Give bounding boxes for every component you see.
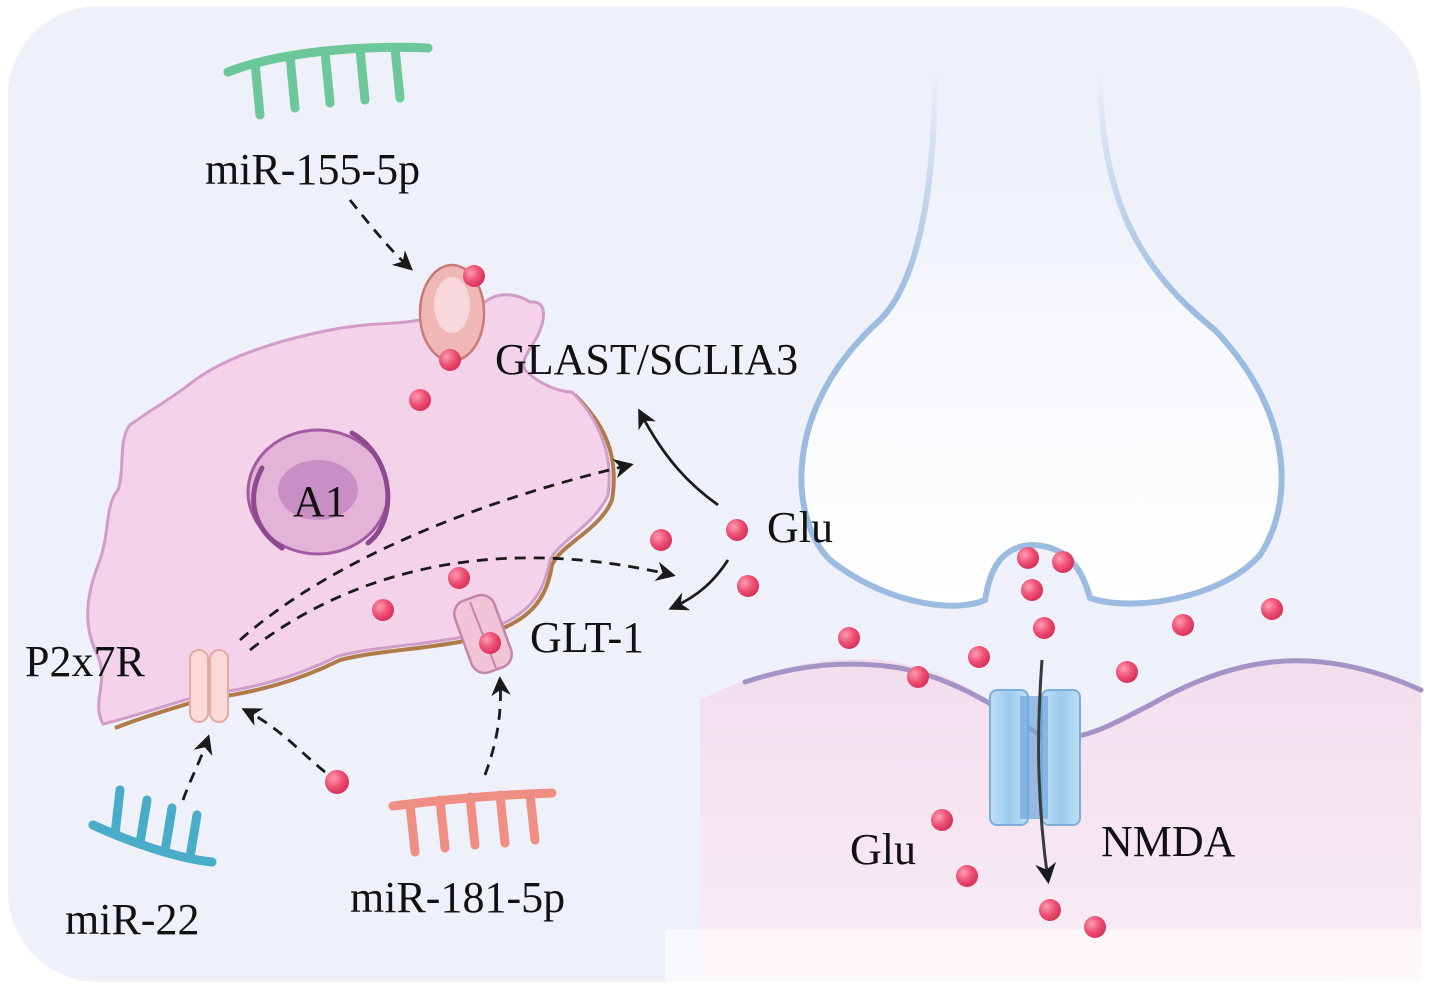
arrow-mir155-to-glast <box>348 199 413 271</box>
glutamate-dot <box>907 666 929 688</box>
arrow-p2x7r-to-glt1 <box>249 556 676 652</box>
bottom-fade <box>665 930 1421 982</box>
arrow-mir181-to-glt1 <box>483 676 511 776</box>
presynaptic-membrane <box>798 67 1285 609</box>
glutamate-dot <box>479 632 501 654</box>
arrow-mir22-to-p2x7r <box>181 734 213 801</box>
arrow-glu-to-glast <box>638 408 719 507</box>
label-glast: GLAST/SCLIA3 <box>495 335 799 384</box>
label-glt1: GLT-1 <box>530 613 645 662</box>
glutamate-dot <box>448 567 470 589</box>
label-nmda: NMDA <box>1101 817 1236 866</box>
glutamate-dot <box>1039 899 1061 921</box>
glutamate-dot <box>463 265 485 287</box>
glutamate-dot <box>1021 579 1043 601</box>
glutamate-dot <box>1084 916 1106 938</box>
glutamate-dot <box>737 575 759 597</box>
label-glu-top: Glu <box>767 503 833 552</box>
mirna-22-strand <box>88 785 217 867</box>
nucleus-membrane-arc <box>349 430 391 546</box>
presynaptic-terminal <box>801 70 1282 606</box>
glutamate-dot <box>1261 598 1283 620</box>
glutamate-dot <box>1033 617 1055 639</box>
solid-arrows <box>638 408 730 611</box>
glutamate-dot <box>372 599 394 621</box>
p2x7r-channel <box>189 649 229 723</box>
glutamate-dot <box>838 627 860 649</box>
glast-transporter <box>418 263 486 363</box>
nmda-influx-arrow <box>1035 659 1057 885</box>
arrow-glu-to-glt1 <box>668 559 730 611</box>
dashed-arrows <box>181 199 676 801</box>
glutamate-dot <box>1052 551 1074 573</box>
glutamate-dot <box>409 389 431 411</box>
glt1-transporter <box>452 593 514 675</box>
glutamate-dot <box>726 519 748 541</box>
arrow-p2x7r-to-glast <box>239 459 634 642</box>
label-mir22: miR-22 <box>65 895 200 944</box>
label-mir181: miR-181-5p <box>350 873 566 922</box>
arrow-glu-to-p2x7r <box>241 708 326 774</box>
glutamate-dot <box>325 770 349 794</box>
nucleus-membrane-arc-left <box>251 465 285 551</box>
glutamate-dot <box>1116 661 1138 683</box>
glutamate-dot <box>439 349 461 371</box>
label-a1: A1 <box>293 477 347 526</box>
glutamate-dot <box>968 646 990 668</box>
glutamate-dot <box>931 809 953 831</box>
glutamate-dot <box>956 865 978 887</box>
mirna-181-strand <box>388 788 557 857</box>
glutamate-dot <box>1017 547 1039 569</box>
glutamate-molecules <box>325 265 1283 938</box>
label-p2x7r: P2x7R <box>25 637 145 686</box>
glutamate-dot <box>650 529 672 551</box>
mirna-155-strand <box>223 42 433 120</box>
label-mir155: miR-155-5p <box>205 145 421 194</box>
label-glu-bottom: Glu <box>850 825 916 874</box>
nucleolus <box>278 460 358 520</box>
nmda-receptor <box>989 689 1081 826</box>
glutamate-dot <box>1172 614 1194 636</box>
